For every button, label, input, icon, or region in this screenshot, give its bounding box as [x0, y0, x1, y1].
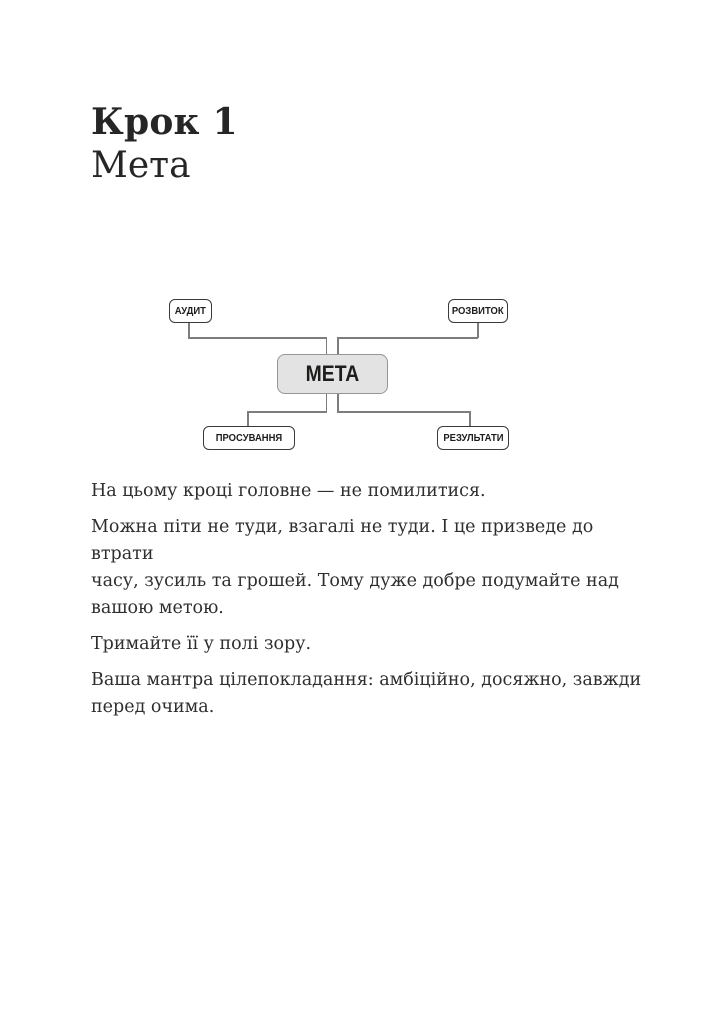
- node-prosuvannia-label: ПРОСУВАННЯ: [215, 432, 283, 444]
- goal-diagram: АУДИТ РОЗВИТОК МЕТА ПРОСУВАННЯ РЕЗУЛЬТАТ…: [0, 0, 715, 470]
- node-prosuvannia: ПРОСУВАННЯ: [203, 426, 295, 450]
- paragraph-3: Тримайте її у полі зору.: [91, 634, 312, 654]
- node-rezultaty-label: РЕЗУЛЬТАТИ: [442, 432, 504, 444]
- node-meta-label: МЕТА: [305, 361, 360, 386]
- connector-rozvytok-drop: [477, 322, 479, 338]
- step-heading: Крок 1: [91, 101, 238, 143]
- node-audit: АУДИТ: [169, 299, 212, 323]
- node-rezultaty: РЕЗУЛЬТАТИ: [437, 426, 509, 450]
- connector-meta-top-right: [337, 337, 339, 355]
- node-rozvytok: РОЗВИТОК: [448, 299, 508, 323]
- connector-rezultaty-horizontal: [337, 411, 470, 413]
- connector-rozvytok-horizontal: [337, 337, 478, 339]
- connector-audit-horizontal: [188, 337, 327, 339]
- connector-audit-drop: [188, 322, 190, 338]
- node-rozvytok-label: РОЗВИТОК: [452, 305, 504, 317]
- node-meta: МЕТА: [277, 354, 388, 394]
- paragraph-2: Можна піти не туди, взагалі не туди. І ц…: [91, 517, 619, 618]
- connector-meta-top-left: [325, 337, 327, 355]
- connector-rezultaty-drop: [469, 411, 471, 427]
- body-text: На цьому кроці головне — не помилитися. …: [91, 478, 656, 730]
- connector-prosuvannia-drop: [247, 411, 249, 427]
- page-title: Мета: [91, 145, 191, 186]
- page-heading: Крок 1 Мета: [91, 100, 238, 188]
- node-audit-label: АУДИТ: [174, 305, 207, 317]
- connector-prosuvannia-horizontal: [247, 411, 327, 413]
- connector-meta-bottom-left: [325, 394, 327, 412]
- connector-meta-bottom-right: [337, 394, 339, 412]
- paragraph-4: Ваша мантра цілепокладання: амбіційно, д…: [91, 670, 642, 717]
- paragraph-1: На цьому кроці головне — не помилитися.: [91, 481, 486, 501]
